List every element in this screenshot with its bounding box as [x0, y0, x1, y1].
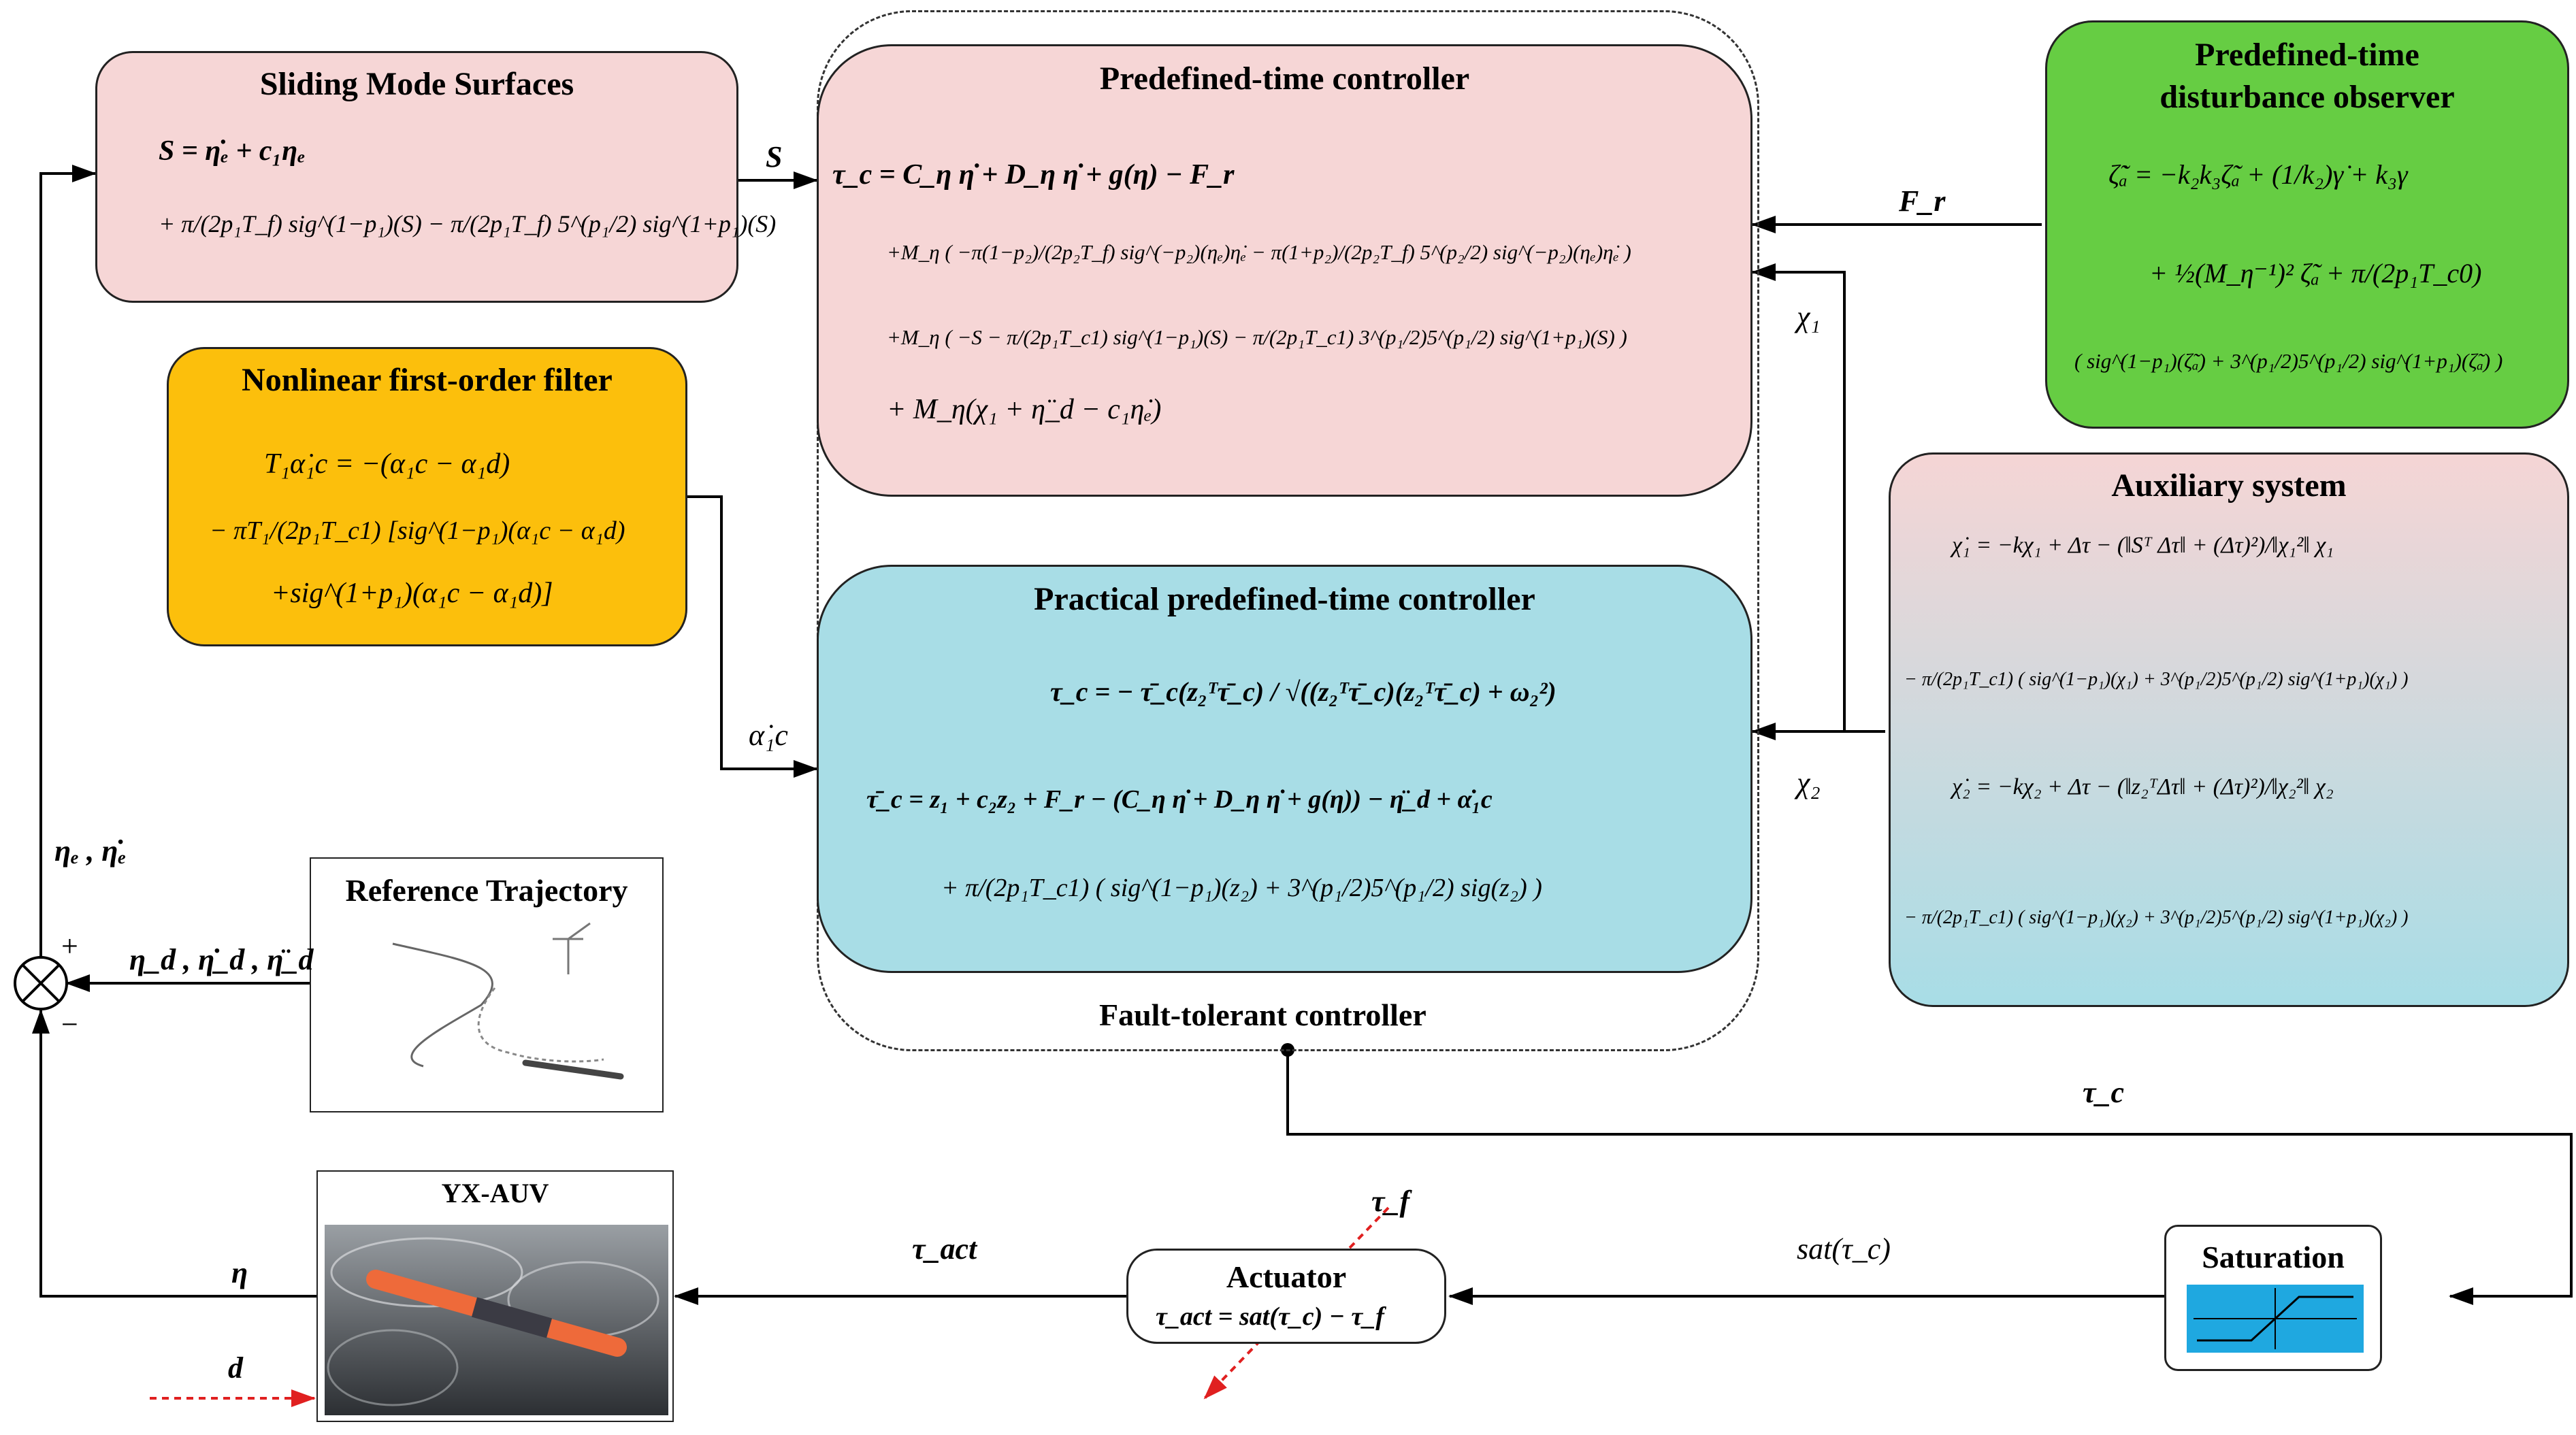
actuator-block: Actuator τ_act = sat(τ_c) − τ_f	[1126, 1249, 1446, 1344]
saturation-graph-icon	[2187, 1285, 2364, 1353]
signal-eta-d-label: η_d , η̇_d , η̈_d	[129, 943, 314, 976]
signal-d-label: d	[228, 1351, 243, 1385]
block-title: Saturation	[2202, 1240, 2345, 1274]
auxiliary-system-block: Auxiliary system χ̇₁ = −kχ₁ + Δτ − (‖Sᵀ …	[1889, 452, 2569, 1007]
equation: S = η̇ₑ + c₁ηₑ	[159, 135, 306, 167]
practical-predefined-time-controller-block: Practical predefined-time controller τ_c…	[817, 565, 1752, 973]
block-title: Reference Trajectory	[345, 873, 628, 908]
equation: ζ̃̇ₐ = −k₂k₃ζ̃ₐ + (1/k₂)γ̇ + k₃γ	[2108, 159, 2408, 190]
equation: − π/(2p₁T_c1) ( sig^(1−p₁)(χ₁) + 3^(p₁/2…	[1904, 669, 2409, 690]
signal-eta-label: η	[231, 1256, 248, 1289]
equation: τ_act = sat(τ_c) − τ_f	[1156, 1302, 1384, 1331]
saturation-block: Saturation	[2164, 1225, 2382, 1371]
block-title: Actuator	[1226, 1259, 1347, 1294]
predefined-time-controller-block: Predefined-time controller τ_c = C_η η̇ …	[817, 44, 1752, 497]
signal-tau-c-label: τ_c	[2083, 1076, 2125, 1109]
nonlinear-filter-block: Nonlinear first-order filter T₁α̇₁c = −(…	[167, 347, 687, 646]
equation: ( sig^(1−p₁)(ζ̃ₐ) + 3^(p₁/2)5^(p₁/2) sig…	[2074, 349, 2503, 373]
wire-alpha	[687, 495, 818, 778]
signal-alpha-label: α̇₁c	[749, 719, 788, 752]
block-title: Sliding Mode Surfaces	[259, 66, 574, 102]
sliding-mode-surfaces-block: Sliding Mode Surfaces S = η̇ₑ + c₁ηₑ + π…	[95, 51, 776, 303]
disturbance-observer-block: Predefined-time disturbance observer ζ̃̇…	[2045, 20, 2569, 429]
block-title: disturbance observer	[2159, 79, 2455, 115]
equation: +sig^(1+p₁)(α₁c − α₁d)]	[271, 578, 553, 609]
signal-chi1-label: χ₁	[1797, 300, 1821, 333]
equation: − πT₁/(2p₁T_c1) [sig^(1−p₁)(α₁c − α₁d)	[210, 516, 625, 545]
block-title: Nonlinear first-order filter	[242, 362, 613, 398]
equation: τ_c = − τ̄_c(z₂ᵀτ̄_c) / √((z₂ᵀτ̄_c)(z₂ᵀτ…	[1050, 676, 1556, 707]
wire-tau-f	[1203, 1206, 1390, 1400]
block-title: Predefined-time	[2195, 37, 2419, 73]
auv-photo-icon	[325, 1225, 668, 1415]
signal-eta-e-label: ηₑ , η̇ₑ	[54, 834, 127, 868]
wire-eta-e	[39, 165, 97, 959]
yx-auv-block: YX-AUV	[316, 1170, 674, 1422]
equation: + π/(2p₁T_c1) ( sig^(1−p₁)(z₂) + 3^(p₁/2…	[941, 874, 1542, 902]
junction-minus-label: −	[61, 1008, 78, 1041]
equation: +M_η ( −π(1−p₂)/(2p₂T_f) sig^(−p₂)(ηₑ)η̇…	[887, 240, 1631, 264]
signal-chi2-label: χ₂	[1797, 766, 1821, 799]
reference-trajectory-block: Reference Trajectory	[310, 857, 664, 1112]
block-title: YX-AUV	[441, 1178, 549, 1208]
equation: χ̇₁ = −kχ₁ + Δτ − (‖Sᵀ Δτ‖ + (Δτ)²)/‖χ₁²…	[1952, 533, 2334, 558]
signal-s-label: S	[766, 140, 783, 174]
equation: + ½(M_η⁻¹)² ζ̃ₐ + π/(2p₁T_c0)	[2149, 258, 2482, 288]
wire-chi1	[1751, 263, 1885, 733]
equation: T₁α̇₁c = −(α₁c − α₁d)	[264, 448, 510, 480]
block-title: Auxiliary system	[2111, 467, 2347, 504]
block-title: Practical predefined-time controller	[1034, 581, 1535, 617]
equation: − π/(2p₁T_c1) ( sig^(1−p₁)(χ₂) + 3^(p₁/2…	[1904, 907, 2409, 928]
signal-sat-label: sat(τ_c)	[1797, 1232, 1891, 1266]
equation: τ̄_c = z₁ + c₂z₂ + F_r − (C_η η̇ + D_η η…	[866, 785, 1493, 814]
equation: +M_η ( −S − π/(2p₁T_c1) sig^(1−p₁)(S) − …	[887, 325, 1627, 349]
summing-junction	[14, 956, 68, 1010]
equation: + π/(2p₁T_f) sig^(1−p₁)(S) − π/(2p₁T_f) …	[159, 210, 777, 237]
equation: χ̇₂ = −kχ₂ + Δτ − (‖z₂ᵀΔτ‖ + (Δτ)²)/‖χ₂²…	[1952, 774, 2334, 799]
block-title: Predefined-time controller	[1099, 61, 1470, 97]
signal-tau-act-label: τ_act	[912, 1232, 977, 1266]
trajectory-illustration	[392, 922, 624, 1080]
signal-fr-label: F_r	[1899, 184, 1946, 218]
fault-tolerant-controller-frame	[817, 10, 1759, 1051]
equation: τ_c = C_η η̇ + D_η η̇ + g(η) − F_r	[832, 159, 1235, 191]
fault-tolerant-controller-label: Fault-tolerant controller	[1099, 997, 1426, 1032]
junction-plus-label: +	[61, 929, 78, 963]
signal-tau-f-label: τ_f	[1371, 1185, 1410, 1218]
wire-tau-c	[1286, 1050, 2573, 1305]
equation: + M_η(χ₁ + η̈_d − c₁η̇ₑ)	[887, 394, 1162, 425]
wire-eta	[32, 1009, 316, 1298]
